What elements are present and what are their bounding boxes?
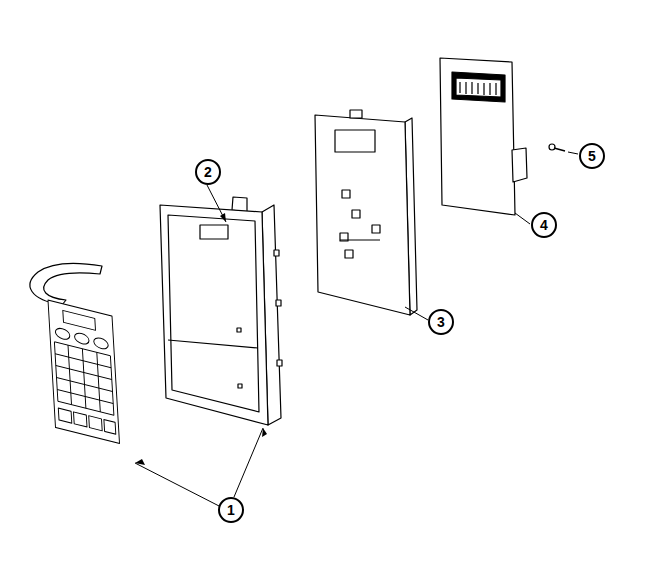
callout-circle: 3 <box>428 309 454 335</box>
mounting-plate <box>315 110 417 315</box>
control-frame <box>160 197 282 425</box>
keypad-membrane <box>48 300 120 444</box>
callout-number: 3 <box>437 315 445 329</box>
callout-circle: 1 <box>218 497 244 523</box>
callout-circle: 4 <box>531 212 557 238</box>
callout-number: 2 <box>204 165 212 179</box>
ribbon-cable <box>30 264 102 305</box>
callout-circle: 5 <box>579 143 605 169</box>
callout-number: 5 <box>588 149 596 163</box>
circuit-board <box>440 58 527 215</box>
screw <box>549 144 565 151</box>
callout-circle: 2 <box>195 159 221 185</box>
leader-lines <box>135 152 578 507</box>
callout-number: 1 <box>227 503 235 517</box>
callout-number: 4 <box>540 218 548 232</box>
arrowheads <box>135 213 267 465</box>
